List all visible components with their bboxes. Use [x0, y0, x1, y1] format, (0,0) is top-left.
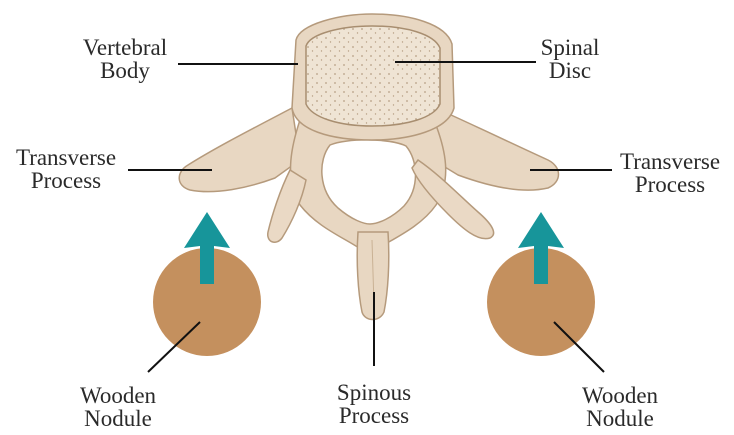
label-wooden-nodule-right: Wooden Nodule — [572, 384, 668, 430]
left-transverse-process — [179, 108, 300, 192]
label-spinal-disc: Spinal Disc — [530, 36, 610, 82]
label-spinous-process: Spinous Process — [322, 381, 426, 427]
label-vertebral-body: Vertebral Body — [72, 36, 178, 82]
label-transverse-right: Transverse Process — [608, 150, 732, 196]
right-transverse-process — [430, 110, 559, 190]
label-transverse-left: Transverse Process — [4, 146, 128, 192]
label-wooden-nodule-left: Wooden Nodule — [70, 384, 166, 430]
